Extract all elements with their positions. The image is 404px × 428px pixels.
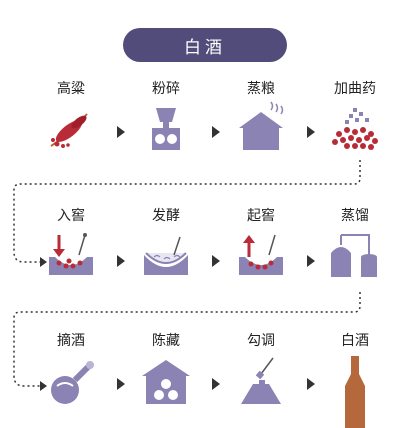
step-label: 蒸粮	[247, 81, 275, 97]
step-storage: 陈藏	[123, 330, 209, 426]
bottle-icon	[345, 356, 365, 428]
step-sorghum: 高粱	[28, 78, 114, 174]
title-badge: 白酒	[123, 28, 287, 62]
step-bottle: 白酒	[312, 330, 398, 428]
arrow-r3-1	[117, 378, 125, 390]
arrow-r3-2	[212, 378, 220, 390]
arrow-r1-2	[212, 126, 220, 138]
cellar-in-icon	[49, 233, 93, 275]
step-pick-wine: 摘酒	[28, 330, 114, 426]
blend-icon	[241, 357, 281, 404]
step-label: 入窖	[57, 208, 85, 224]
page-title: 白酒	[184, 37, 226, 58]
pick-wine-icon	[51, 361, 94, 404]
step-add-yeast: 加曲药	[312, 78, 398, 174]
connector-row1-row2	[13, 160, 361, 263]
grinder-icon	[152, 108, 180, 150]
step-label: 白酒	[341, 333, 369, 349]
step-ferment: 发酵	[123, 205, 209, 301]
step-label: 加曲药	[334, 81, 376, 97]
step-distill: 蒸馏	[312, 205, 398, 301]
ferment-icon	[144, 236, 188, 275]
steamer-icon	[239, 101, 284, 150]
step-label: 蒸馏	[341, 208, 369, 224]
step-cellar-in: 入窖	[28, 205, 114, 301]
step-cellar-out: 起窖	[218, 205, 304, 301]
storage-icon	[142, 360, 190, 404]
step-grind: 粉碎	[123, 78, 209, 174]
sorghum-icon	[50, 113, 88, 148]
step-label: 粉碎	[152, 81, 180, 97]
connector-arrow-1	[40, 257, 47, 267]
connector-arrow-2	[40, 381, 47, 391]
arrow-r2-1	[117, 255, 125, 267]
step-label: 起窖	[247, 208, 275, 224]
distill-icon	[331, 234, 377, 277]
step-label: 高粱	[57, 81, 85, 97]
cellar-out-icon	[239, 234, 283, 275]
step-label: 陈藏	[152, 333, 180, 349]
arrow-r2-2	[212, 255, 220, 267]
flow-arrows	[117, 126, 315, 390]
arrow-r3-3	[307, 378, 315, 390]
step-blend: 勾调	[218, 330, 304, 426]
step-label: 发酵	[152, 208, 180, 224]
arrow-r2-3	[307, 255, 315, 267]
step-steam: 蒸粮	[218, 78, 304, 174]
yeast-icon	[332, 108, 378, 150]
step-label: 勾调	[247, 333, 275, 349]
arrow-r1-1	[117, 126, 125, 138]
step-label: 摘酒	[57, 333, 85, 349]
arrow-r1-3	[307, 126, 315, 138]
